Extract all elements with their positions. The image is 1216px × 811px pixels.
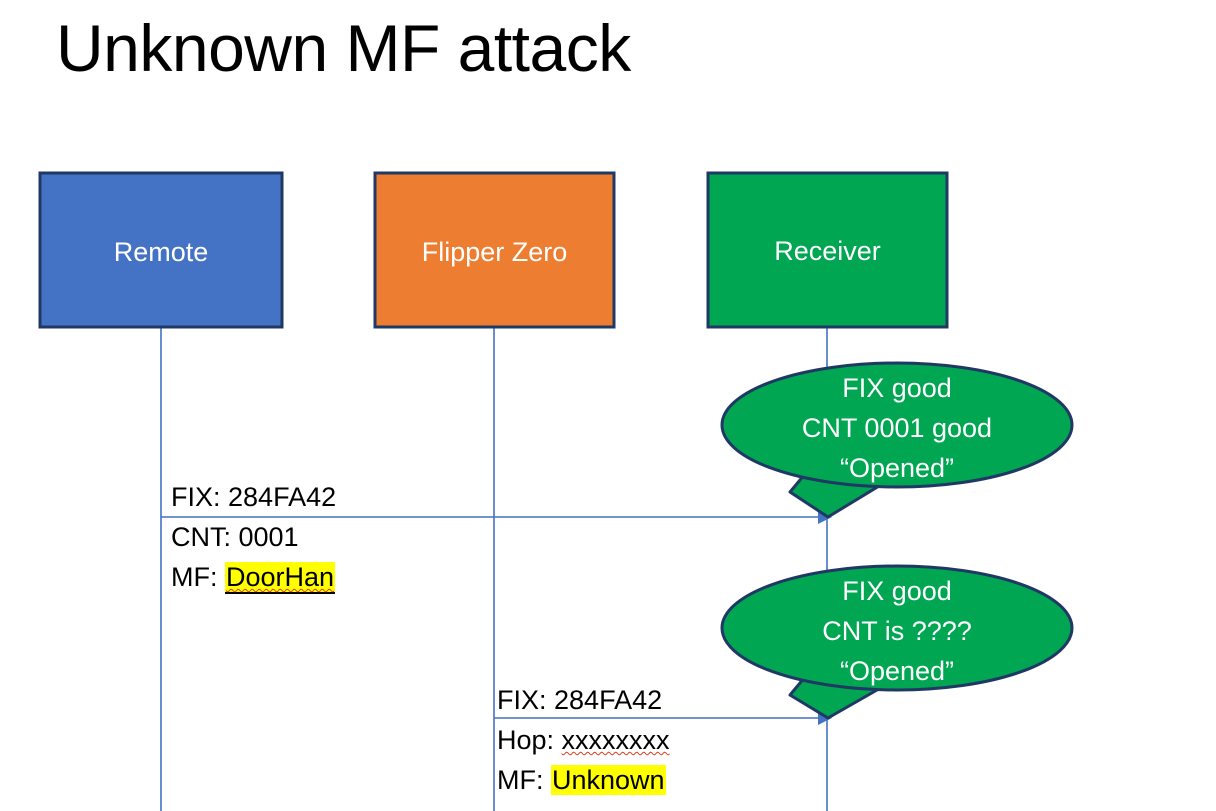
message-line-fix-value: 284FA42: [228, 482, 337, 512]
message2-line-fix-label: FIX:: [497, 685, 555, 715]
actor-box-flipper-zero[interactable]: [373, 171, 616, 329]
message-label-flipper-to-receiver: FIX: 284FA42 Hop: xxxxxxxx MF: Unknown: [497, 680, 670, 800]
message2-line-mf-value: Unknown: [551, 765, 666, 795]
page-title: Unknown MF attack: [56, 11, 631, 85]
message-line-mf: MF: DoorHan: [171, 557, 336, 597]
message2-line-hop-value: xxxxxxxx: [561, 725, 670, 755]
actor-box-remote[interactable]: [38, 171, 284, 329]
callout-first-shape[interactable]: [720, 361, 1074, 519]
message-line-cnt-label: CNT:: [171, 522, 239, 552]
actor-box-receiver[interactable]: [706, 171, 949, 329]
message-line-fix: FIX: 284FA42: [171, 477, 336, 517]
message-label-remote-to-receiver: FIX: 284FA42 CNT: 0001 MF: DoorHan: [171, 477, 336, 597]
message-line-mf-label: MF:: [171, 562, 225, 592]
message2-line-hop-label: Hop:: [497, 725, 562, 755]
message2-line-fix-value: 284FA42: [554, 685, 663, 715]
message2-line-mf: MF: Unknown: [497, 760, 670, 800]
message-line-cnt: CNT: 0001: [171, 517, 336, 557]
message-line-cnt-value: 0001: [238, 522, 299, 552]
message2-line-hop: Hop: xxxxxxxx: [497, 720, 670, 760]
message-line-fix-label: FIX:: [171, 482, 229, 512]
message-line-mf-value: DoorHan: [225, 562, 336, 594]
callout-second-shape[interactable]: [720, 564, 1074, 720]
message2-line-mf-label: MF:: [497, 765, 551, 795]
message2-line-fix: FIX: 284FA42: [497, 680, 670, 720]
